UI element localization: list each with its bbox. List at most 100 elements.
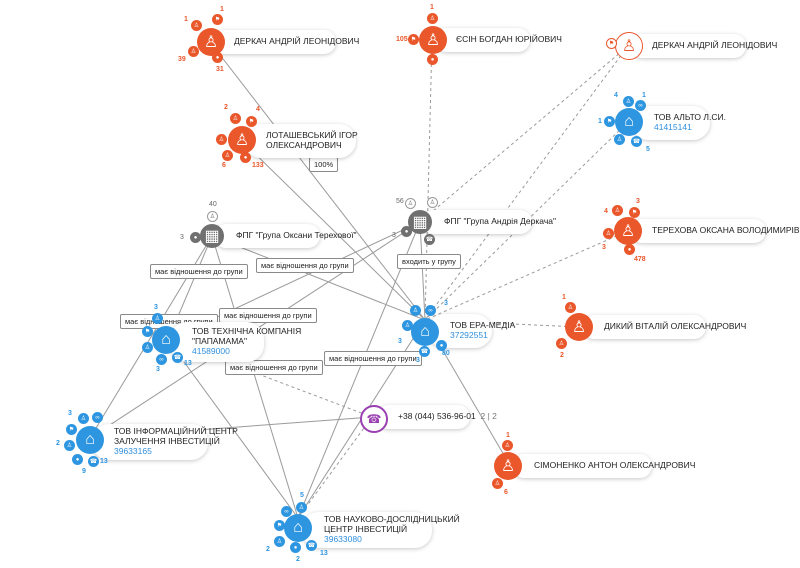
role-icon[interactable]: ♙ [191,20,202,31]
group-node-fpg-terekhova[interactable]: ▦ [200,224,224,248]
node-label-fpg-terekhova[interactable]: ФПГ "Група Оксани Терехової" [214,224,357,248]
phone-icon[interactable]: ☎ [419,346,430,357]
node-label-alto[interactable]: ТОВ АЛЬТО Л.СИ.41415141 [632,106,726,140]
person-node-derkach-right[interactable]: ♙ [615,32,643,60]
role-icon[interactable]: ♙ [207,211,218,222]
location-icon[interactable]: ● [212,52,223,63]
link-icon[interactable]: ∞ [425,305,436,316]
location-icon[interactable]: ● [436,340,447,351]
role-icon[interactable]: ♙ [274,536,285,547]
count-badge: 2 [56,440,60,447]
phone-node[interactable]: ☎ [360,405,388,433]
person-node-derkach[interactable]: ♙ [197,28,225,56]
flag-icon[interactable]: ⚑ [66,424,77,435]
location-icon[interactable]: ● [427,54,438,65]
flag-icon[interactable]: ⚑ [604,116,615,127]
role-icon[interactable]: ♙ [296,502,307,513]
role-icon[interactable]: ♙ [402,320,413,331]
role-icon[interactable]: ♙ [612,205,623,216]
person-node-dykyi[interactable]: ♙ [565,313,593,341]
role-icon[interactable]: ♙ [230,113,241,124]
role-icon[interactable]: ♙ [623,96,634,107]
phone-icon[interactable]: ☎ [172,352,183,363]
location-icon[interactable]: ● [290,542,301,553]
flag-icon[interactable]: ⚑ [142,326,153,337]
edge-line [167,339,299,519]
role-icon[interactable]: ♙ [427,13,438,24]
company-node-info-center[interactable]: ⌂ [76,426,104,454]
person-node-simonenko[interactable]: ♙ [494,452,522,480]
role-icon[interactable]: ♙ [614,134,625,145]
node-label-tereshova[interactable]: ТЕРЕХОВА ОКСАНА ВОЛОДИМИРІВНА [630,219,800,243]
role-icon[interactable]: ♙ [603,228,614,239]
link-icon[interactable]: ∞ [156,354,167,365]
location-icon[interactable]: ● [624,244,635,255]
flag-icon[interactable]: ⚑ [606,38,617,49]
edge-label-enter-group[interactable]: входить у групу [397,254,461,269]
count-badge: 4 [256,106,260,113]
node-label-yesin[interactable]: ЄСІН БОГДАН ЮРІЙОВИЧ [434,28,562,52]
role-icon[interactable]: ♙ [78,413,89,424]
location-icon[interactable]: ● [190,232,201,243]
count-badge: 1 [598,118,602,125]
role-icon[interactable]: ♙ [152,313,163,324]
role-icon[interactable]: ♙ [216,134,227,145]
edge-label-relation[interactable]: має відношення до групи [219,308,317,323]
person-node-yesin[interactable]: ♙ [419,26,447,54]
location-icon[interactable]: ● [401,226,412,237]
person-node-lotashevskyi[interactable]: ♙ [228,126,256,154]
node-label-simonenko[interactable]: СІМОНЕНКО АНТОН ОЛЕКСАНДРОВИЧ [512,454,695,478]
phone-icon[interactable]: ☎ [424,234,435,245]
role-icon[interactable]: ♙ [222,150,233,161]
role-icon[interactable]: ♙ [556,338,567,349]
company-node-era-media[interactable]: ⌂ [411,318,439,346]
location-icon[interactable]: ● [240,152,251,163]
flag-icon[interactable]: ⚑ [408,34,419,45]
flag-icon[interactable]: ⚑ [246,116,257,127]
role-icon[interactable]: ♙ [405,198,416,209]
edge-label-relation[interactable]: має відношення до групи [324,351,422,366]
node-name: ЛОТАШЕВСЬКИЙ ІГОР [266,130,358,141]
edge-label-relation[interactable]: має відношення до групи [150,264,248,279]
node-label-derkach[interactable]: ДЕРКАЧ АНДРІЙ ЛЕОНІДОВИЧ [212,30,359,54]
link-icon[interactable]: ∞ [92,412,103,423]
node-label-tekhnichna[interactable]: ТОВ ТЕХНІЧНА КОМПАНІЯ"ПАПАМАМА"41589000 [170,322,301,362]
role-icon[interactable]: ♙ [142,342,153,353]
flag-icon[interactable]: ⚑ [212,14,223,25]
count-badge: 1 [642,92,646,99]
role-icon[interactable]: ♙ [64,440,75,451]
company-node-naukovo[interactable]: ⌂ [284,514,312,542]
link-icon[interactable]: ∞ [281,506,292,517]
location-icon[interactable]: ● [72,454,83,465]
role-icon[interactable]: ♙ [188,46,199,57]
count-badge: 1 [562,294,566,301]
phone-icon[interactable]: ☎ [88,456,99,467]
node-label-dykyi[interactable]: ДИКИЙ ВІТАЛІЙ ОЛЕКСАНДРОВИЧ [582,315,746,339]
role-icon[interactable]: ♙ [565,302,576,313]
node-name: "ПАПАМАМА" [192,336,247,347]
flag-icon[interactable]: ⚑ [274,520,285,531]
group-node-fpg-derkach[interactable]: ▦ [408,210,432,234]
company-node-alto[interactable]: ⌂ [615,108,643,136]
role-icon[interactable]: ♙ [502,440,513,451]
edge-label-share[interactable]: 100% [309,157,339,172]
node-label-phone[interactable]: +38 (044) 536-96-01 2 | 2 [376,405,497,429]
phone-icon[interactable]: ☎ [631,136,642,147]
company-node-tekhnichna[interactable]: ⌂ [152,326,180,354]
company-code: 41415141 [654,122,692,132]
node-label-fpg-derkach[interactable]: ФПГ "Група Андрія Деркача" [422,210,556,234]
person-node-tereshova[interactable]: ♙ [614,217,642,245]
flag-icon[interactable]: ⚑ [629,207,640,218]
role-icon[interactable]: ♙ [427,197,438,208]
link-icon[interactable]: ∞ [635,100,646,111]
role-icon[interactable]: ♙ [410,305,421,316]
node-label-derkach-right[interactable]: ДЕРКАЧ АНДРІЙ ЛЕОНІДОВИЧ [630,34,777,58]
role-icon[interactable]: ♙ [492,478,503,489]
edge-label-relation[interactable]: має відношення до групи [256,258,354,273]
edge-label-relation[interactable]: має відношення до групи [225,360,323,375]
phone-icon[interactable]: ☎ [306,540,317,551]
